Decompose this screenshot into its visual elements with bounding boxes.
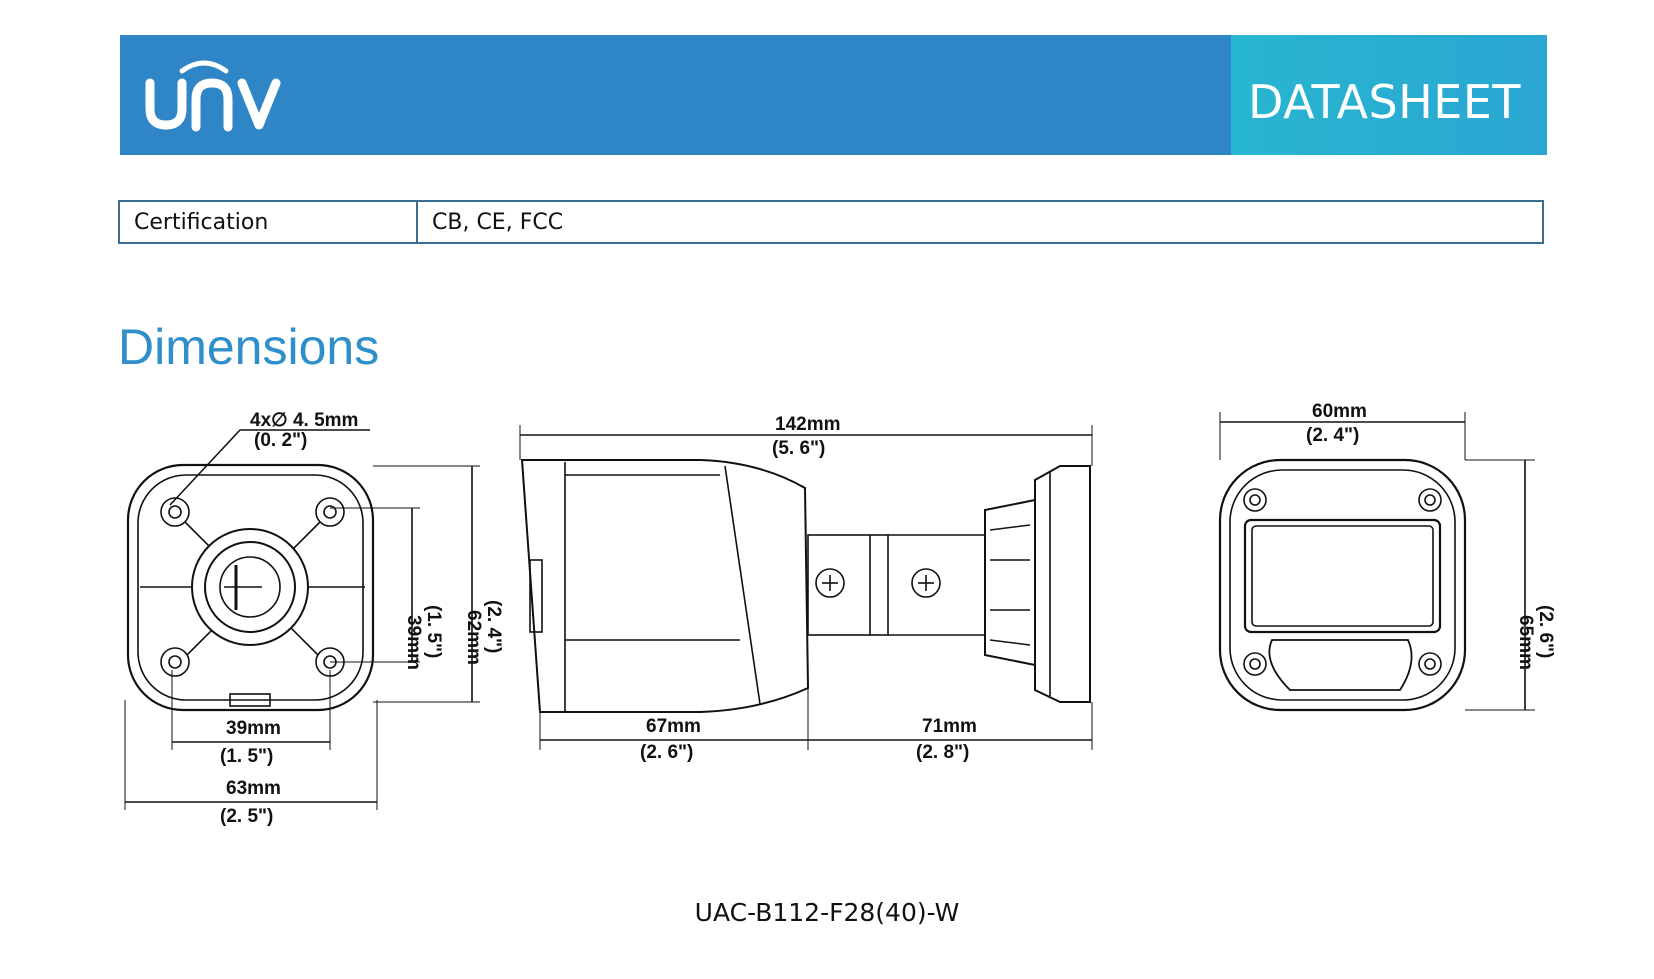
side-body-dim: 67mm <box>646 716 701 737</box>
side-bracket-dim-in: (2. 8") <box>916 742 969 763</box>
front-inner-v-dim-in: (1. 5") <box>423 605 444 658</box>
front-inner-v-dim: 39mm <box>403 615 424 670</box>
dimension-drawing: 4x∅ 4. 5mm (0. 2") 39mm (1. 5") 62mm (2.… <box>124 401 1556 827</box>
side-view <box>519 425 1093 750</box>
front-outer-v-dim: 62mm <box>463 610 484 665</box>
spec-table: Certification CB, CE, FCC <box>118 200 1544 244</box>
rear-width-dim: 60mm <box>1312 401 1367 422</box>
rear-width-dim-in: (2. 4") <box>1306 425 1359 446</box>
spec-value-certification: CB, CE, FCC <box>432 209 564 235</box>
front-inner-h-dim: 39mm <box>226 718 281 739</box>
front-view <box>124 429 480 810</box>
rear-view <box>1218 412 1535 712</box>
side-body-dim-in: (2. 6") <box>640 742 693 763</box>
front-outer-h-dim-in: (2. 5") <box>220 806 273 827</box>
rear-height-dim-in: (2. 6") <box>1535 605 1556 658</box>
front-outer-h-dim: 63mm <box>226 778 281 799</box>
front-inner-h-dim-in: (1. 5") <box>220 746 273 767</box>
banner-accent: DATASHEET <box>1231 35 1547 155</box>
datasheet-label: DATASHEET <box>1247 75 1521 129</box>
rear-height-dim: 65mm <box>1515 615 1536 670</box>
front-hole-dim: 4x∅ 4. 5mm <box>250 410 358 431</box>
section-title: Dimensions <box>118 319 380 375</box>
front-outer-v-dim-in: (2. 4") <box>483 600 504 653</box>
header-banner: DATASHEET <box>120 35 1547 155</box>
spec-label-certification: Certification <box>120 202 418 242</box>
unv-logo <box>142 53 292 137</box>
side-total-dim: 142mm <box>775 414 841 435</box>
front-hole-dim-in: (0. 2") <box>254 430 307 451</box>
side-total-dim-in: (5. 6") <box>772 438 825 459</box>
model-caption: UAC-B112-F28(40)-W <box>694 898 960 927</box>
side-bracket-dim: 71mm <box>922 716 977 737</box>
